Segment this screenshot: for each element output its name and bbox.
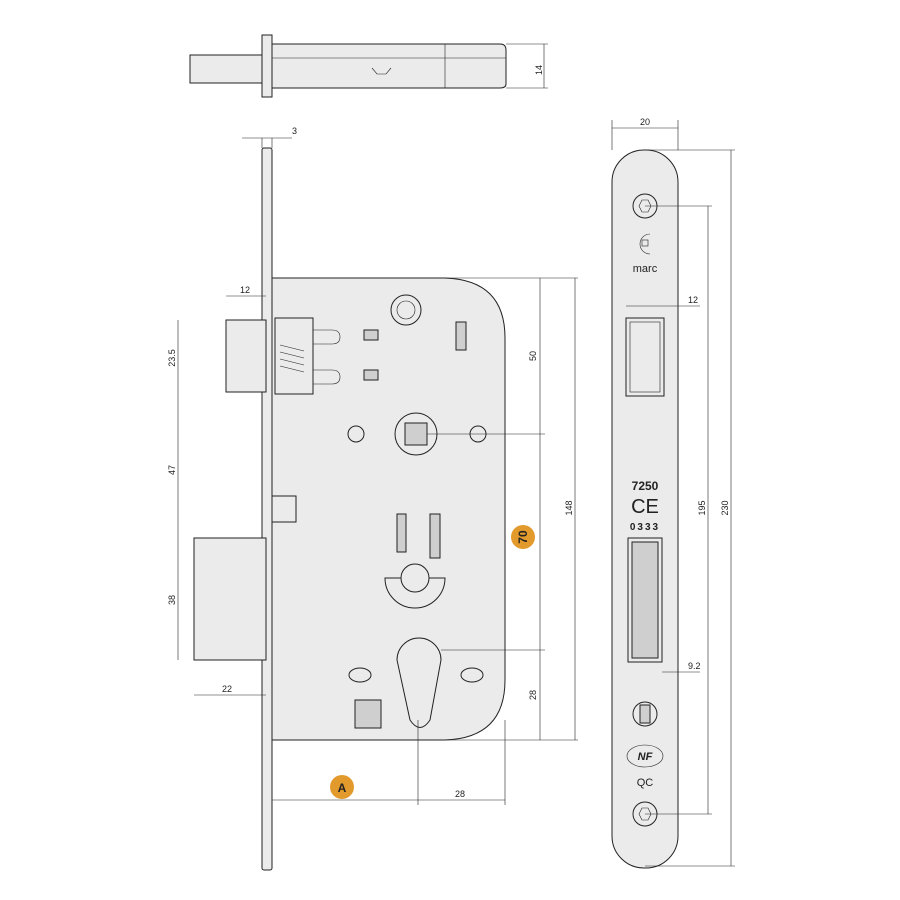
side-view: 3 12 (167, 126, 578, 871)
dim-latch-projection: 12 (240, 285, 250, 295)
badge-a-label: A (338, 781, 347, 795)
dim-strike-length: 230 (720, 500, 730, 515)
brand-name: marc (633, 263, 658, 275)
ce-mark-icon: CE (631, 496, 659, 518)
case-hole-left (347, 425, 365, 443)
top-view-faceplate (261, 34, 273, 98)
deadbolt (193, 537, 267, 661)
dim-latch-height: 23.5 (167, 349, 177, 367)
cam-screw (400, 563, 430, 593)
nf-logo-icon (626, 744, 664, 768)
case-screw-top (390, 294, 422, 326)
top-view-bolt (189, 54, 266, 84)
latch-spring (279, 344, 305, 373)
side-faceplate (261, 147, 273, 871)
nf-logo: NF (638, 751, 653, 763)
cam (384, 577, 446, 609)
dim-cylinder-bottom: 28 (528, 690, 538, 700)
dim-backset: 50 (528, 351, 538, 361)
dim-case-height: 148 (564, 500, 574, 515)
front-latch-opening (625, 317, 665, 397)
dim-strike-latch-depth: 12 (688, 295, 698, 305)
slot-right (455, 321, 467, 351)
ce-code: 0333 (630, 522, 660, 533)
model-number: 7250 (632, 479, 659, 493)
dim-follower-to-cylinder: 70 (516, 530, 530, 544)
lock-case (271, 277, 506, 741)
qc-label: QC (637, 777, 654, 789)
badge-70 (511, 525, 535, 549)
badge-a (330, 775, 354, 799)
latch-bolt (225, 319, 267, 393)
dim-faceplate-thickness: 3 (292, 126, 297, 136)
dim-strike-bolt-offset: 9.2 (688, 661, 701, 671)
top-view-case (271, 43, 507, 89)
slot-lower (363, 369, 379, 381)
cylinder-hole (396, 637, 442, 728)
lever-bar-right (429, 513, 441, 559)
dim-top-thickness: 14 (534, 65, 544, 75)
latch-spring-housing (274, 317, 314, 395)
marc-logo-icon (639, 233, 651, 255)
dim-strike-width: 20 (640, 117, 650, 127)
follower-square (404, 422, 428, 446)
top-view: 14 (189, 34, 548, 98)
dim-cylinder-offset: 28 (455, 789, 465, 799)
bottom-block (354, 699, 382, 729)
front-view: marc 7250 CE 0333 NF QC 20 12 195 230 9.… (611, 117, 735, 869)
case-slot-right (460, 667, 484, 683)
slot-upper (363, 329, 379, 341)
dim-deadbolt-projection: 22 (222, 684, 232, 694)
dim-deadbolt-height: 38 (167, 595, 177, 605)
dim-latch-to-follower: 47 (167, 465, 177, 475)
dim-strike-screw-span: 195 (697, 500, 707, 515)
case-slot-left (348, 667, 372, 683)
lever-bar-left (396, 513, 407, 553)
aux-latch (271, 495, 297, 523)
